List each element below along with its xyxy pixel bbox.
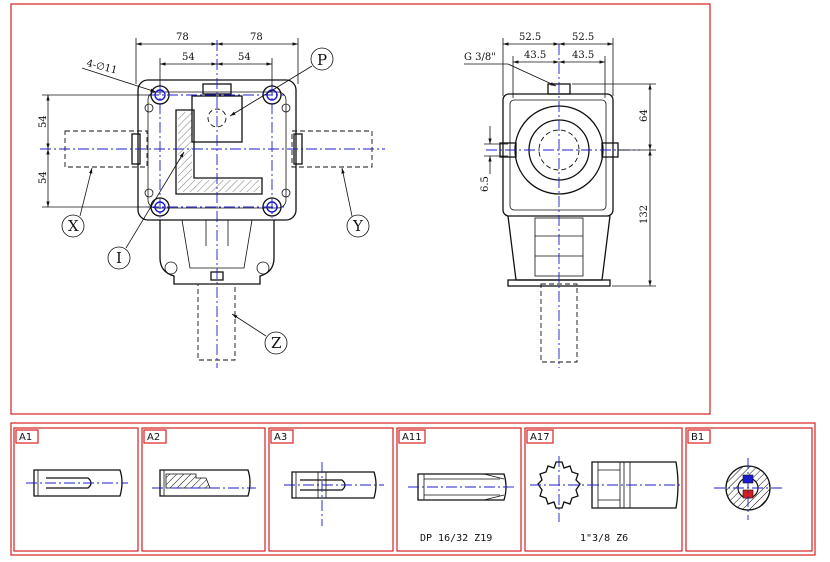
tag-b1: B1 xyxy=(691,432,704,443)
shaft-z-outline xyxy=(197,283,236,361)
callout-x-circle xyxy=(61,214,85,238)
side-housing-inner xyxy=(509,99,607,211)
tag-a11-box xyxy=(398,429,426,444)
hole-leader xyxy=(81,67,157,93)
dim-top-left: 78 xyxy=(176,32,189,43)
tag-b1-box xyxy=(687,429,711,444)
panel-a3-frame xyxy=(268,427,394,552)
side-dim-top-right: 52.5 xyxy=(572,32,594,43)
front-view: 78 78 54 54 54 54 4-∅11 P X Y I Z xyxy=(38,32,385,368)
callout-p-leader xyxy=(229,65,313,117)
caption-a11: DP 16/32 Z19 xyxy=(420,533,492,544)
tag-a2-box xyxy=(143,429,167,444)
side-dim-height-lower: 132 xyxy=(639,205,650,224)
panel-a1-frame xyxy=(13,427,139,552)
side-housing xyxy=(502,93,614,217)
gear-rib-hatch xyxy=(178,112,260,192)
side-dim-thread: G 3/8" xyxy=(464,52,496,63)
panel-a11-frame xyxy=(396,427,522,552)
shaft-a17-drawing xyxy=(530,456,682,522)
side-dim-inner-left: 43.5 xyxy=(524,50,546,61)
front-top-dimensions xyxy=(135,38,299,86)
front-left-dimensions xyxy=(42,94,152,208)
shaft-a3-drawing xyxy=(284,462,384,526)
shaft-options-frame xyxy=(10,422,816,556)
side-dim-inner-right: 43.5 xyxy=(572,50,594,61)
side-top-dimensions xyxy=(502,38,614,98)
dim-inner-right: 54 xyxy=(238,52,251,63)
side-right-dimensions xyxy=(572,83,656,287)
tag-a2: A2 xyxy=(147,432,160,443)
callout-p-circle xyxy=(310,47,334,71)
callout-i: I xyxy=(116,249,122,267)
tag-a3: A3 xyxy=(274,432,287,443)
panel-b1-frame xyxy=(685,427,813,552)
tag-a17: A17 xyxy=(530,432,550,443)
side-view: 52.5 52.5 43.5 43.5 G 3/8" 64 132 6.5 xyxy=(464,32,656,368)
callout-z-circle xyxy=(264,331,288,355)
thread-leader xyxy=(507,63,557,87)
callout-i-leader xyxy=(125,151,185,249)
shaft-a1-drawing xyxy=(26,469,128,497)
side-dim-keyway: 6.5 xyxy=(480,176,491,192)
shaft-a2-drawing xyxy=(152,469,256,497)
panel-a2-frame xyxy=(141,427,266,552)
callout-y-leader xyxy=(341,167,353,217)
shaft-b1-drawing xyxy=(714,458,782,520)
main-drawing-frame xyxy=(10,3,711,415)
callout-y: Y xyxy=(352,217,364,235)
callout-x: X xyxy=(68,217,79,235)
dim-inner-left: 54 xyxy=(182,52,195,63)
side-dim-top-left: 52.5 xyxy=(519,32,541,43)
gear-rib xyxy=(175,109,263,195)
side-dim-height-upper: 64 xyxy=(639,109,650,122)
panel-a17-frame xyxy=(524,427,683,552)
tag-a1-box xyxy=(15,429,39,444)
dim-holes: 4-∅11 xyxy=(85,58,118,76)
tag-a11: A11 xyxy=(402,432,422,443)
dim-top-right: 78 xyxy=(250,32,263,43)
tag-a3-box xyxy=(270,429,294,444)
callout-z: Z xyxy=(271,334,281,352)
tag-a1: A1 xyxy=(19,432,32,443)
callout-y-circle xyxy=(346,214,370,238)
dim-left-lower: 54 xyxy=(38,171,49,184)
callout-p: P xyxy=(317,51,327,69)
side-keyway-dimension xyxy=(484,126,508,174)
breather-hole xyxy=(207,108,227,128)
tag-a17-box xyxy=(526,429,554,444)
caption-a17: 1"3/8 Z6 xyxy=(580,533,628,544)
side-bearing-inner xyxy=(538,129,580,171)
dim-left-upper: 54 xyxy=(38,115,49,128)
callout-i-circle xyxy=(107,246,131,270)
callout-z-leader xyxy=(231,313,267,337)
callout-x-leader xyxy=(79,167,93,217)
shaft-options: A1 A2 A3 A11 A17 B1 xyxy=(13,427,813,552)
shaft-a11-drawing xyxy=(408,473,514,501)
